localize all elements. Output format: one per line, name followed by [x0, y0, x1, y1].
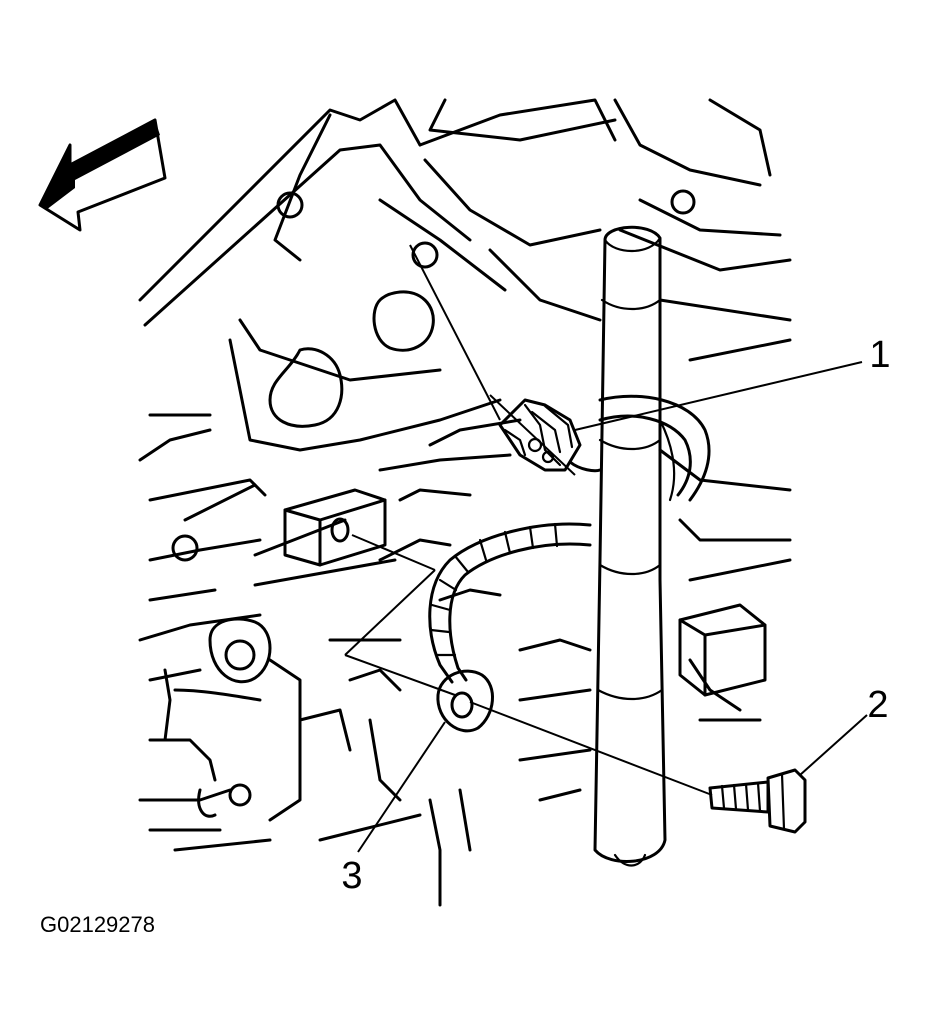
- engine-block-outline: [138, 98, 792, 907]
- wiring-harness: [428, 394, 711, 684]
- bolt-part: [708, 768, 807, 834]
- callout-1-label: 1: [869, 334, 890, 376]
- callout-3-label: 3: [341, 855, 362, 897]
- front-arrow-icon: [38, 118, 167, 232]
- mounting-bosses: [171, 189, 696, 818]
- ground-terminal-part: [436, 669, 495, 733]
- sensor-block: [283, 488, 387, 567]
- side-block: [678, 603, 767, 697]
- vertical-tube: [593, 225, 667, 867]
- connector-part: [498, 398, 582, 472]
- figure-id: G02129278: [40, 912, 155, 937]
- callout-2-label: 2: [867, 684, 888, 726]
- leader-lines: [344, 244, 868, 853]
